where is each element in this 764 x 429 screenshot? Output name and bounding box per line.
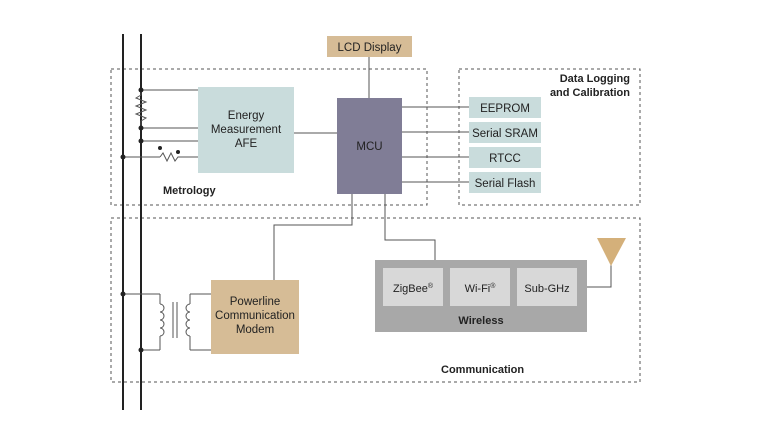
plc-label-1: Powerline <box>230 296 281 308</box>
mcu-label: MCU <box>356 141 382 153</box>
junction-dot <box>120 291 126 297</box>
datalog-group-box <box>458 68 641 206</box>
serial-flash-label: Serial Flash <box>475 178 536 190</box>
serial-flash-block <box>469 172 541 193</box>
zigbee-label: ZigBee® <box>393 282 434 295</box>
lcd-display-label: LCD Display <box>338 42 402 54</box>
subghz-block <box>517 268 577 306</box>
datalog-group-label-2: and Calibration <box>550 87 630 99</box>
junction-dot <box>138 347 144 353</box>
lcd-display-block <box>327 36 412 57</box>
plc-label-2: Communication <box>215 310 295 322</box>
metrology-wiring <box>123 89 337 163</box>
junction-dot <box>138 138 144 144</box>
afe-block <box>198 87 294 173</box>
afe-label-3: AFE <box>235 138 258 150</box>
mcu-plc-link <box>273 194 353 280</box>
rtcc-label: RTCC <box>489 153 521 165</box>
plc-modem-block <box>211 280 299 354</box>
serial-sram-block <box>469 122 541 143</box>
rtcc-block <box>469 147 541 168</box>
transformer-symbol <box>123 293 211 351</box>
metrology-group-label: Metrology <box>163 185 216 197</box>
wifi-label: Wi-Fi® <box>465 282 497 295</box>
eeprom-block <box>469 97 541 118</box>
afe-label-1: Energy <box>228 110 265 122</box>
wifi-block <box>450 268 510 306</box>
junction-dot <box>176 150 180 154</box>
junction-dot <box>158 146 162 150</box>
plc-label-3: Modem <box>236 324 274 336</box>
afe-label-2: Measurement <box>211 124 282 136</box>
communication-group-label: Communication <box>441 364 524 376</box>
memory-links <box>402 106 469 183</box>
junction-dot <box>120 154 126 160</box>
serial-sram-label: Serial SRAM <box>472 128 538 140</box>
communication-group-box <box>110 217 641 383</box>
subghz-label: Sub-GHz <box>524 283 569 295</box>
junction-dot <box>138 125 144 131</box>
wireless-label: Wireless <box>458 315 503 327</box>
datalog-group-label-1: Data Logging <box>560 73 630 85</box>
metrology-group-box <box>110 68 428 206</box>
eeprom-label: EEPROM <box>480 103 530 115</box>
mcu-wireless-link <box>384 194 436 260</box>
zigbee-block <box>383 268 443 306</box>
antenna-feed <box>587 262 612 288</box>
junction-dot <box>138 87 144 93</box>
antenna-icon <box>597 238 626 266</box>
mcu-block <box>337 98 402 194</box>
